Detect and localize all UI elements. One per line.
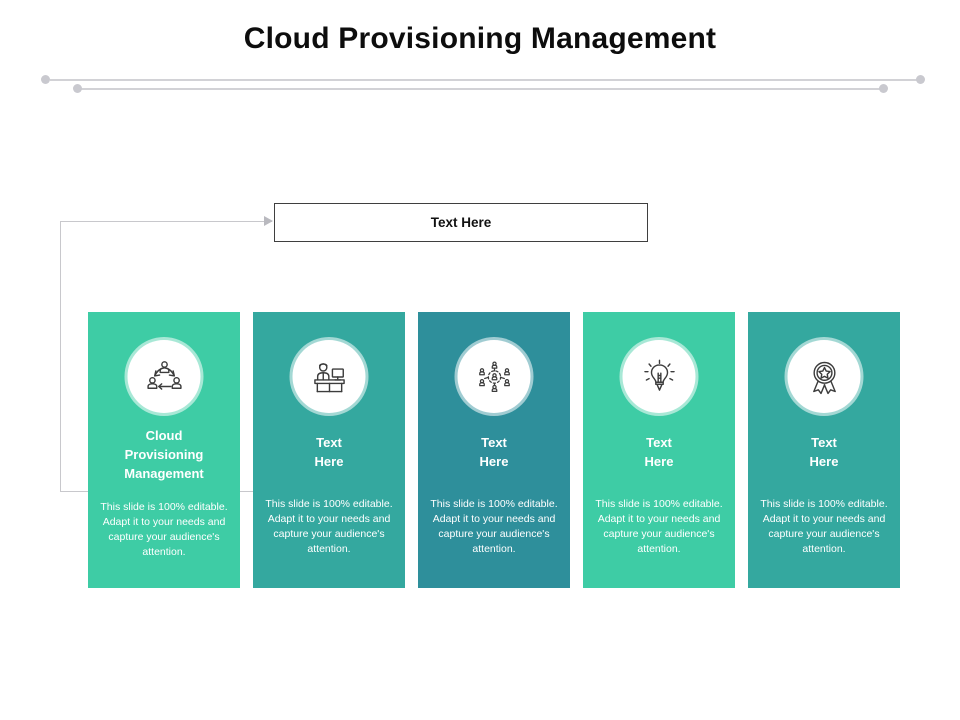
divider-dot-bottom-left xyxy=(73,84,82,93)
lightbulb-idea-icon xyxy=(622,340,696,413)
callout-label: Text Here xyxy=(430,215,492,230)
card-4[interactable]: Text Here This slide is 100% editable. A… xyxy=(583,312,735,588)
page-title: Cloud Provisioning Management xyxy=(243,22,717,55)
divider-dot-bottom-right xyxy=(879,84,888,93)
card-body: This slide is 100% editable. Adapt it to… xyxy=(760,498,888,555)
callout-text-box[interactable]: Text Here xyxy=(274,203,648,242)
team-network-icon xyxy=(127,340,201,413)
card-3[interactable]: Text Here This slide is 100% editable. A… xyxy=(418,312,570,588)
connector-line-top xyxy=(60,221,272,222)
card-5[interactable]: Text Here This slide is 100% editable. A… xyxy=(748,312,900,588)
card-title: Cloud Provisioning Management xyxy=(124,428,204,481)
card-row: Cloud Provisioning Management This slide… xyxy=(88,312,912,588)
card-title: Text Here xyxy=(644,435,674,469)
card-2[interactable]: Text Here This slide is 100% editable. A… xyxy=(253,312,405,588)
person-at-desk-icon xyxy=(292,340,366,413)
award-ribbon-star-icon xyxy=(787,340,861,413)
title-divider-line-bottom xyxy=(80,88,886,90)
card-body: This slide is 100% editable. Adapt it to… xyxy=(595,498,723,555)
org-chart-people-icon xyxy=(457,340,531,413)
connector-arrowhead-icon xyxy=(264,216,273,226)
card-title: Text Here xyxy=(314,435,344,469)
card-body: This slide is 100% editable. Adapt it to… xyxy=(100,501,228,558)
title-divider-line-top xyxy=(50,79,922,81)
card-title: Text Here xyxy=(809,435,839,469)
card-body: This slide is 100% editable. Adapt it to… xyxy=(430,498,558,555)
card-1[interactable]: Cloud Provisioning Management This slide… xyxy=(88,312,240,588)
divider-dot-top-right xyxy=(916,75,925,84)
divider-dot-top-left xyxy=(41,75,50,84)
connector-line-vertical xyxy=(60,221,61,492)
card-body: This slide is 100% editable. Adapt it to… xyxy=(265,498,393,555)
card-title: Text Here xyxy=(479,435,509,469)
